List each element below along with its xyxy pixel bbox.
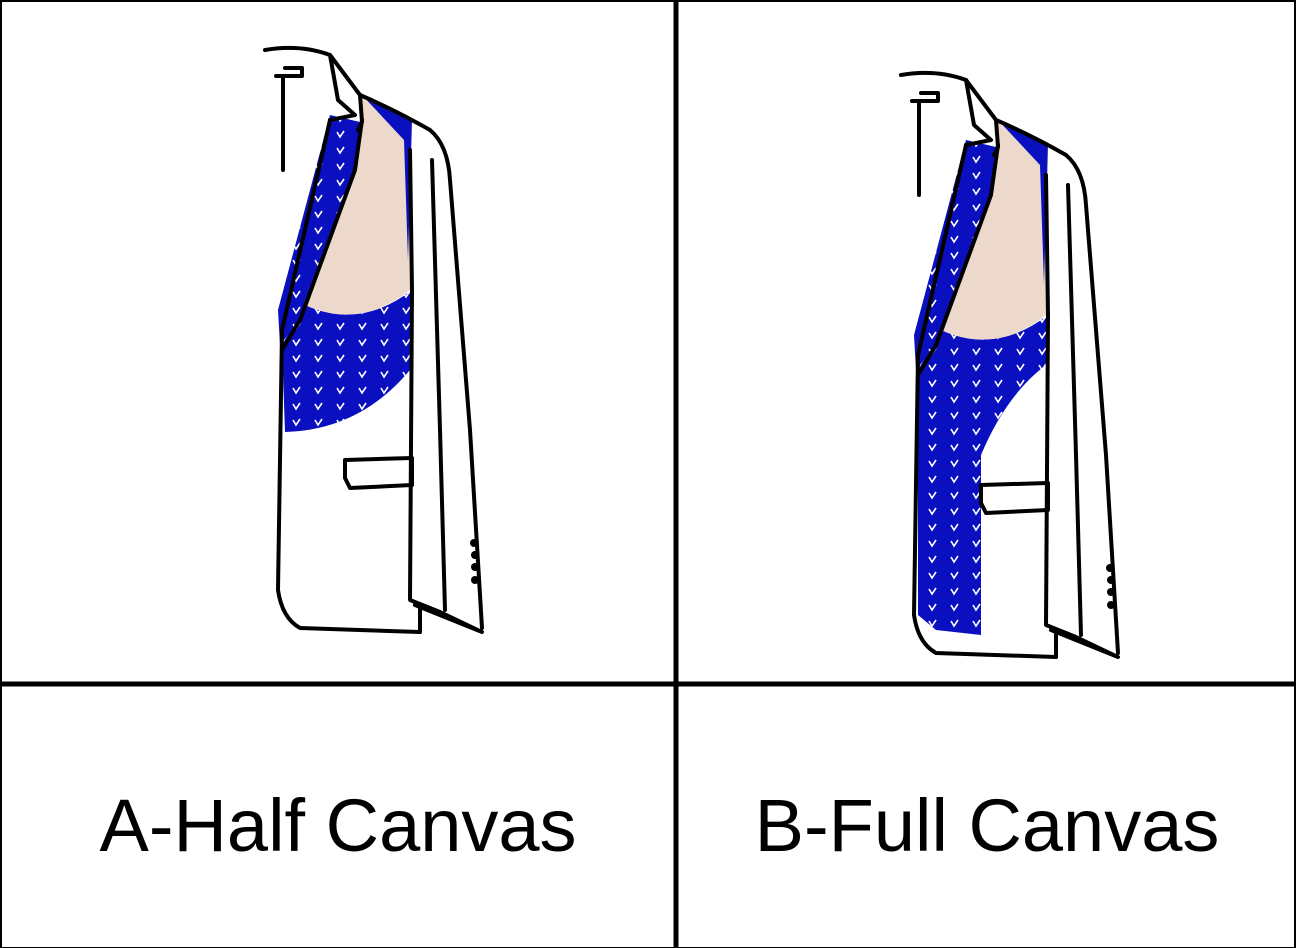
half-canvas-label: A-Half Canvas <box>99 783 577 867</box>
full-canvas-jacket <box>899 70 1120 660</box>
full-canvas-label: B-Full Canvas <box>754 783 1220 867</box>
half-canvas-jacket <box>263 45 484 635</box>
